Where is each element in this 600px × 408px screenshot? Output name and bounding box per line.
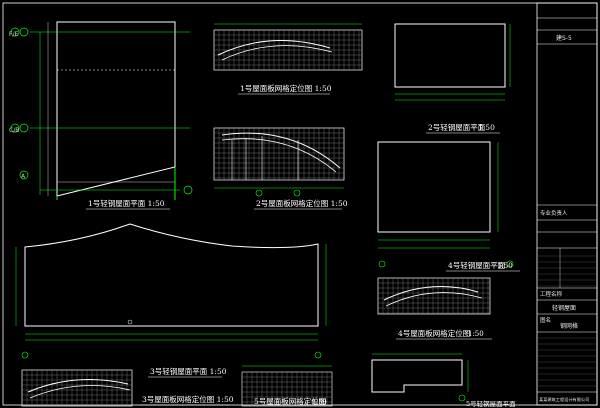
label-plan-5: 5号轻钢屋面平面	[466, 399, 516, 408]
axis-marker-a: A	[21, 173, 26, 180]
label-plan-4: 4号轻钢屋面平面	[448, 260, 506, 270]
drawing-name-2: 钢网格	[560, 322, 578, 330]
label-grid-2: 2号屋面板网格定位图 1:50	[256, 198, 348, 208]
grid-2: 2号屋面板网格定位图 1:50	[213, 127, 348, 210]
plan-3: 3号轻钢屋面平面 1:50	[15, 223, 327, 378]
scale-plan-4: 1:50	[497, 262, 513, 270]
label-plan-2: 2号轻钢屋面平面	[428, 122, 486, 132]
plan-5: 5号轻钢屋面平面	[371, 353, 516, 408]
project-label: 工程名称	[540, 290, 563, 298]
grid-4: 4号屋面板网格定位图 1:50	[377, 277, 492, 340]
axis-marker-fe: F/E	[9, 31, 18, 38]
company-note: 某某建筑工程设计有限公司	[539, 396, 589, 403]
plan-4: 4号轻钢屋面平面 1:50	[377, 141, 520, 272]
axis-marker-cb: C/B	[9, 127, 19, 134]
scale-plan-2: 1:50	[478, 123, 495, 132]
section-label: 专业负责人	[540, 209, 568, 217]
label-grid-1: 1号屋面板网格定位图 1:50	[240, 83, 332, 93]
scale-grid-5: 1:50	[312, 398, 327, 406]
plan-1: F/E C/B A 1号轻钢屋面平面 1:50	[9, 21, 193, 210]
label-plan-1: 1号轻钢屋面平面 1:50	[88, 198, 165, 208]
label-plan-3: 3号轻钢屋面平面 1:50	[150, 366, 227, 376]
label-grid-3: 3号屋面板网格定位图 1:50	[142, 394, 234, 404]
drawing-name-label: 图名	[540, 316, 551, 324]
grid-3: 3号屋面板网格定位图 1:50	[21, 369, 234, 407]
grid-1: 1号屋面板网格定位图 1:50	[213, 23, 363, 95]
scale-grid-4: 1:50	[468, 330, 484, 338]
grid-5: 5号屋面板网格定位图 1:50	[241, 365, 333, 407]
sheet-ref: 建S-5	[556, 34, 572, 42]
title-block: 建S-5 专业负责人 工程名称 轻钢屋面 图名 钢网格 某某建筑工程设计有限公司	[536, 2, 598, 406]
label-grid-5: 5号屋面板网格定位图	[254, 396, 326, 406]
drawing-name-1: 轻钢屋面	[552, 304, 576, 312]
label-grid-4: 4号屋面板网格定位图	[398, 328, 470, 338]
plan-2: 2号轻钢屋面平面 1:50	[394, 23, 511, 134]
